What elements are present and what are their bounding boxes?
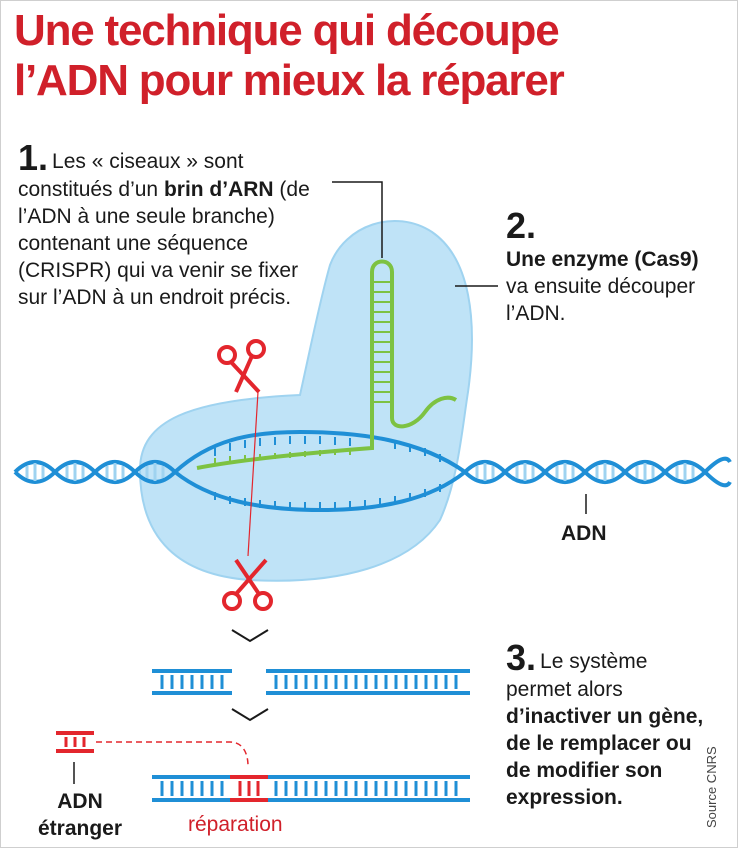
dna-helix-left	[13, 460, 177, 484]
label-reparation: réparation	[188, 813, 283, 836]
dna-open-rungs	[214, 436, 441, 510]
step-2-number: 2.	[506, 205, 537, 246]
dna-helix-right	[463, 456, 732, 488]
chevron-down-icon	[231, 629, 269, 643]
dna-cut-segment-right	[266, 669, 470, 695]
title-line-1: Une technique qui découpe	[14, 6, 560, 55]
step-1-text-bold: brin d’ARN	[163, 178, 274, 201]
step-2-text-rest: va ensuite découper l’ADN.	[506, 275, 696, 325]
chevron-down-icon	[231, 708, 269, 722]
dna-cut-segment-left	[152, 669, 232, 695]
title-line-2: l’ADN pour mieux la réparer	[14, 56, 565, 105]
label-adn: ADN	[561, 522, 607, 545]
leader-lines	[73, 181, 587, 784]
rna-guide	[196, 259, 458, 470]
foreign-dna-fragment	[56, 731, 94, 753]
dna-cut-rungs-right	[274, 675, 458, 689]
source-credit: Source CNRS	[704, 746, 719, 828]
label-adn-etranger: ADN étranger	[37, 790, 123, 840]
step-3-number: 3.	[506, 637, 537, 678]
dna-repair-insert	[230, 775, 268, 802]
page-title: Une technique qui découpe l’ADN pour mie…	[14, 6, 729, 106]
step-1-text-b: (de l’ADN à une seule branche) contenant…	[18, 178, 310, 309]
step-3-text-bold: d’inactiver un gène, de le remplacer ou …	[506, 705, 704, 809]
foreign-dna-rungs	[64, 737, 86, 747]
step-3-text-a: Le système permet alors	[506, 650, 648, 701]
cas9-enzyme	[138, 220, 473, 582]
dna-repaired	[152, 775, 470, 802]
step-3-text: 3.Le système permet alors d’inactiver un…	[506, 640, 706, 811]
dna-repaired-rungs	[160, 781, 458, 796]
dna-rungs-right	[475, 463, 695, 481]
cut-line	[247, 391, 259, 557]
dna-cut-rungs-left	[160, 675, 224, 689]
dna-repair-insert-rungs	[238, 781, 260, 796]
scissors-icon	[222, 558, 273, 611]
scissors-icon	[217, 339, 266, 394]
step-1-text: 1.Les « ciseaux » sont constitués d’un b…	[18, 140, 328, 311]
rna-binding-rungs	[214, 449, 351, 464]
step-1-text-a: Les « ciseaux » sont constitués d’un	[18, 150, 244, 201]
step-1-number: 1.	[18, 137, 49, 178]
step-2-text-bold: Une enzyme (Cas9)	[506, 248, 699, 271]
step-2-text: Une enzyme (Cas9) va ensuite découper l’…	[506, 246, 706, 327]
rna-hairpin-rungs	[374, 281, 390, 403]
insertion-path	[96, 741, 249, 767]
dna-rungs-left	[25, 463, 165, 481]
